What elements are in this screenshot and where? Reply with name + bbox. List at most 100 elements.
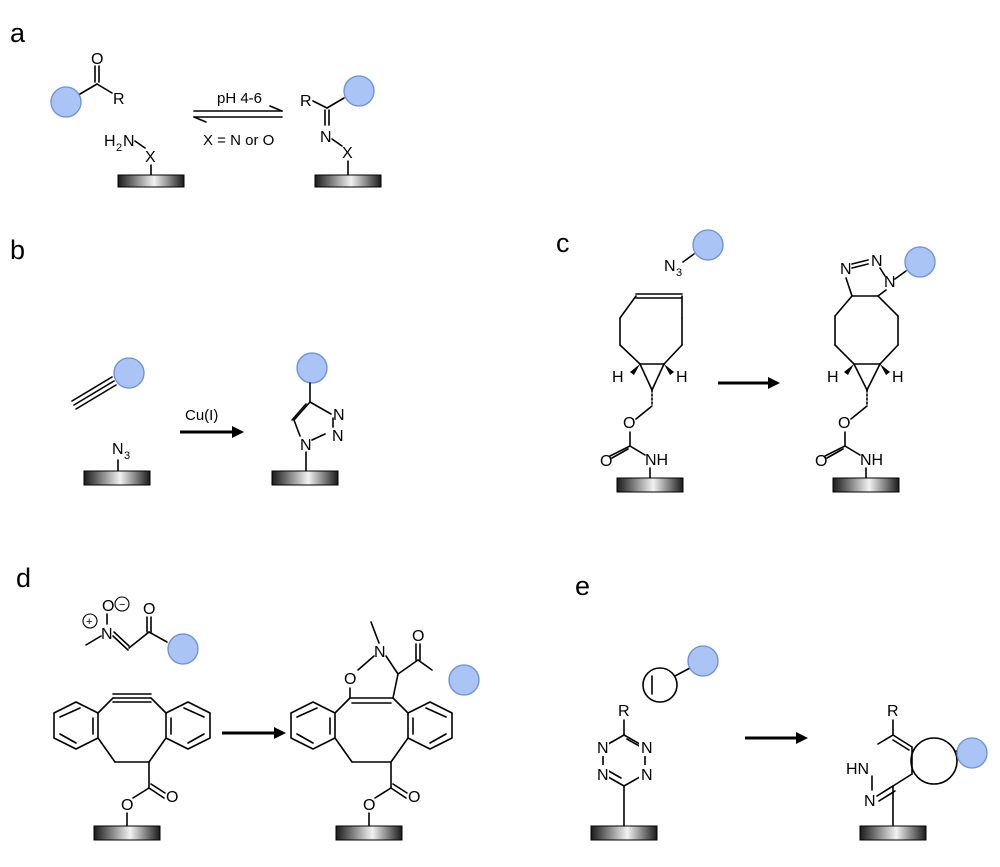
atom-label: R <box>113 91 125 108</box>
atom-label: X <box>342 145 353 162</box>
atom-label: N <box>864 793 876 810</box>
oxime-product: R N X <box>300 93 382 188</box>
bcn-triazole-product: N N N H H O <box>815 253 907 493</box>
equilibrium-arrow <box>193 105 283 123</box>
atom-label: R <box>887 703 899 720</box>
isoxazoline-product: N O O <box>290 621 453 841</box>
tetrazine-surface: R N N N N <box>590 703 658 841</box>
atom-label: O <box>600 453 612 470</box>
triazole-product: N N N <box>271 382 345 486</box>
nitrone-reactant: + − O N O <box>82 596 168 651</box>
atom-label: O <box>102 598 114 615</box>
atom-label: + <box>86 616 92 628</box>
biomolecule-circle <box>687 645 719 677</box>
atom-label: O <box>838 415 850 432</box>
solid-support <box>271 470 339 486</box>
atom-label: H <box>676 369 688 386</box>
panel-label-b: b <box>10 235 25 265</box>
atom-label: X <box>145 149 156 166</box>
atom-label: N <box>320 129 332 146</box>
atom-label: N <box>374 644 386 661</box>
solid-support <box>83 470 151 486</box>
atom-label: O <box>412 628 424 645</box>
panel-label-e: e <box>575 571 590 601</box>
biomolecule-circle <box>50 86 82 118</box>
atom-label: N <box>300 437 312 454</box>
solid-support <box>832 477 900 493</box>
biomolecule-circle <box>448 664 480 696</box>
atom-label: O <box>815 453 827 470</box>
atom-label: H <box>827 369 839 386</box>
atom-label: N <box>840 261 852 278</box>
atom-label: R <box>300 93 312 110</box>
panel-e: e R N N N N <box>575 571 988 841</box>
biomolecule-circle <box>296 352 328 384</box>
atom-label: H <box>104 133 116 150</box>
atom-label: N <box>332 428 344 445</box>
atom-label: N <box>123 133 135 150</box>
solid-support <box>314 174 382 188</box>
atom-label: 2 <box>116 142 122 154</box>
condition-label: Cu(I) <box>185 407 218 424</box>
panel-a: a O R H 2 N X pH 4-6 X = N <box>10 18 382 188</box>
atom-label: N <box>112 441 124 458</box>
biomolecule-circle <box>956 737 988 769</box>
aminooxy-surface: H 2 N X <box>104 133 185 188</box>
biomolecule-circle <box>904 246 936 278</box>
atom-label: O <box>121 797 133 814</box>
bcn-reactant: H H O O NH <box>600 293 688 493</box>
atom-label: H <box>892 369 904 386</box>
biomolecule-circle <box>343 75 375 107</box>
atom-label: H <box>612 369 624 386</box>
reaction-arrow <box>222 727 286 739</box>
biomolecule-circle <box>167 633 199 665</box>
reaction-arrow <box>180 426 244 438</box>
atom-label: N <box>641 767 653 784</box>
panel-b: b N 3 Cu(I) <box>10 235 345 486</box>
atom-label: O <box>166 789 178 806</box>
atom-label: O <box>91 51 103 68</box>
panel-label-a: a <box>10 18 26 48</box>
atom-label: N <box>597 767 609 784</box>
atom-label: N <box>333 407 345 424</box>
reaction-arrow <box>745 732 808 744</box>
biomolecule-circle <box>113 357 145 389</box>
atom-label: O <box>143 601 155 618</box>
atom-label: N <box>871 253 883 270</box>
strained-alkene <box>642 667 691 703</box>
solid-support <box>859 825 927 841</box>
panel-d: d + − O N O <box>16 563 480 841</box>
atom-label: R <box>618 703 630 720</box>
atom-label: O <box>363 797 375 814</box>
atom-label: HN <box>846 761 869 778</box>
atom-label: 3 <box>124 450 130 462</box>
reaction-arrow <box>718 377 780 389</box>
panel-c: c N 3 H H O O <box>556 228 936 493</box>
carbonyl-reactant: O R <box>79 51 125 108</box>
condition-label: X = N or O <box>203 132 274 149</box>
solid-support <box>93 825 161 841</box>
atom-label: O <box>623 415 635 432</box>
solid-support <box>616 477 684 493</box>
atom-label: N <box>664 258 676 275</box>
atom-label: N <box>101 626 113 643</box>
solid-support <box>590 825 658 841</box>
dbco-reactant: O O <box>53 693 211 841</box>
atom-label: O <box>344 671 356 688</box>
atom-label: N <box>597 740 609 757</box>
dihydropyridazine-product: R HN N <box>846 703 963 841</box>
panel-label-c: c <box>556 228 570 258</box>
solid-support <box>117 174 185 188</box>
atom-label: N <box>884 274 896 291</box>
atom-label: NH <box>645 452 668 469</box>
atom-label: NH <box>860 452 883 469</box>
biomolecule-circle <box>692 229 724 261</box>
solid-support <box>335 825 403 841</box>
azide-surface: N 3 <box>83 441 151 486</box>
terminal-alkyne <box>71 376 117 410</box>
panel-label-d: d <box>16 563 31 593</box>
condition-label: pH 4-6 <box>217 90 262 107</box>
atom-label: − <box>119 599 125 611</box>
atom-label: O <box>408 789 420 806</box>
